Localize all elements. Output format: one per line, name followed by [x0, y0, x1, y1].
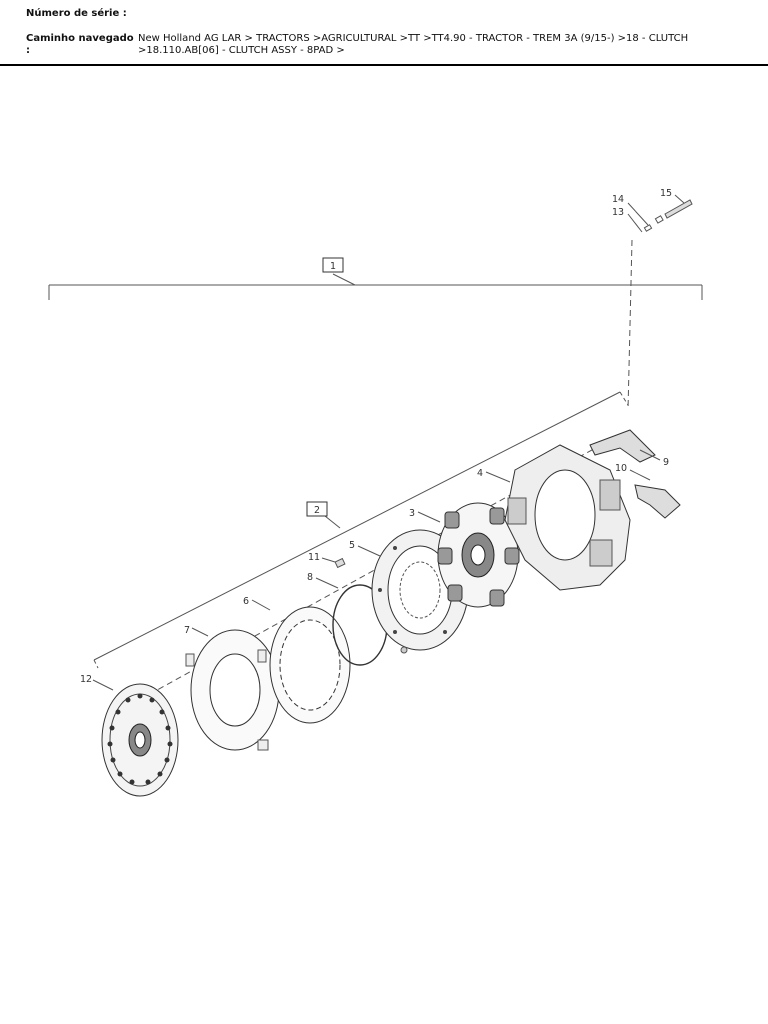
callout-3: 3	[409, 508, 415, 519]
page-header: Número de série : Caminho navegado : New…	[0, 0, 768, 66]
serial-number-row: Número de série :	[26, 8, 127, 20]
part-9-lever	[589, 429, 661, 463]
callout-12: 12	[80, 674, 92, 685]
part-10-lever	[629, 469, 681, 519]
callout-1: 1	[330, 261, 336, 272]
callout-13: 13	[612, 207, 624, 218]
part-6-spline-plate	[251, 599, 351, 724]
part-4-housing	[485, 444, 631, 591]
breadcrumb-label: Caminho navegado :	[26, 33, 134, 56]
part-3-driven-disc	[417, 502, 520, 608]
callout-14: 14	[612, 194, 624, 205]
callout-7: 7	[184, 625, 190, 636]
callout-9: 9	[663, 457, 669, 468]
breadcrumb-path[interactable]: New Holland AG LAR > TRACTORS >AGRICULTU…	[138, 33, 689, 56]
bolt-13-14-15	[627, 194, 693, 233]
assembly-bracket-1	[48, 257, 703, 300]
callout-8: 8	[307, 572, 313, 583]
callout-11: 11	[308, 552, 320, 563]
callout-labels: 1 2 3 4 5 6 7 8 9 10 11 12 13 14 15	[80, 188, 672, 685]
assembly-bracket-2	[93, 391, 629, 669]
callout-5: 5	[349, 540, 355, 551]
serial-number-label: Número de série :	[26, 8, 127, 19]
callout-15: 15	[660, 188, 672, 199]
callout-6: 6	[243, 596, 249, 607]
part-11-pin	[321, 557, 346, 569]
part-12-clutch-disc	[92, 679, 179, 797]
callout-4: 4	[477, 468, 483, 479]
callout-10: 10	[615, 463, 627, 474]
part-7-pressure-plate	[185, 627, 280, 751]
callout-2: 2	[314, 505, 320, 516]
